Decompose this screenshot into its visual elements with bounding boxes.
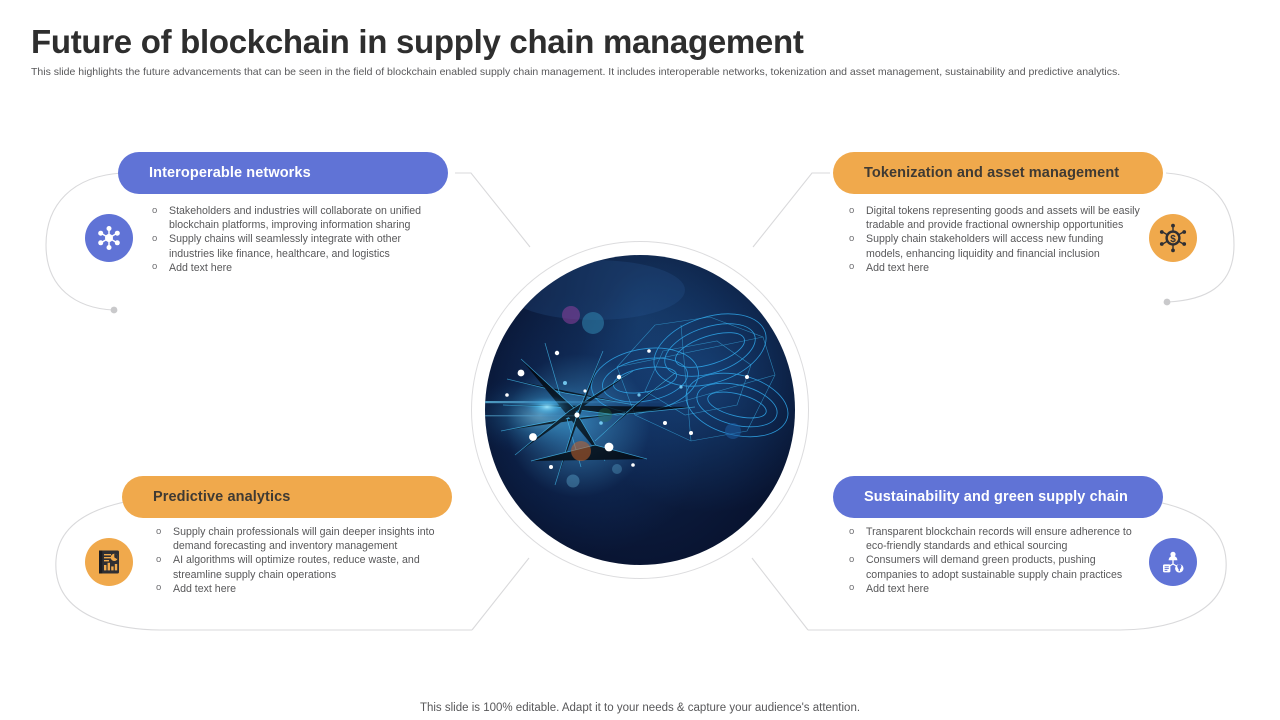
stakeholder-network-icon bbox=[1149, 538, 1197, 586]
list-item: Add text here bbox=[148, 260, 438, 275]
list-item: Add text here bbox=[845, 260, 1140, 275]
analytics-report-icon bbox=[85, 538, 133, 586]
page-title: Future of blockchain in supply chain man… bbox=[31, 23, 804, 60]
list-item: AI algorithms will optimize routes, redu… bbox=[152, 553, 447, 581]
page-subtitle: This slide highlights the future advance… bbox=[31, 66, 1121, 78]
quadrant-title-sustainability-and-green-supply-chain[interactable]: Sustainability and green supply chain bbox=[833, 476, 1163, 518]
list-item: Add text here bbox=[845, 581, 1135, 596]
slide-footer-note: This slide is 100% editable. Adapt it to… bbox=[419, 702, 861, 714]
quadrant-bullets-interoperable-networks: Stakeholders and industries will collabo… bbox=[148, 203, 438, 275]
list-item: Supply chains will seamlessly integrate … bbox=[148, 232, 438, 260]
svg-text:$: $ bbox=[1170, 234, 1176, 245]
list-item: Digital tokens representing goods and as… bbox=[845, 203, 1140, 232]
list-item: Supply chain stakeholders will access ne… bbox=[845, 232, 1140, 260]
list-item: Supply chain professionals will gain dee… bbox=[152, 524, 447, 553]
token-dollar-hub-icon: $ bbox=[1149, 214, 1197, 262]
center-blockchain-image bbox=[485, 255, 795, 565]
list-item: Add text here bbox=[152, 581, 447, 596]
quadrant-bullets-sustainability-and-green-supply-chain: Transparent blockchain records will ensu… bbox=[845, 524, 1135, 596]
quadrant-bullets-predictive-analytics: Supply chain professionals will gain dee… bbox=[152, 524, 447, 596]
list-item: Stakeholders and industries will collabo… bbox=[148, 203, 438, 232]
quadrant-title-tokenization-and-asset-management[interactable]: Tokenization and asset management bbox=[833, 152, 1163, 194]
quadrant-bullets-tokenization-and-asset-management: Digital tokens representing goods and as… bbox=[845, 203, 1140, 275]
list-item: Consumers will demand green products, pu… bbox=[845, 553, 1135, 581]
quadrant-title-interoperable-networks[interactable]: Interoperable networks bbox=[118, 152, 448, 194]
network-hub-icon bbox=[85, 214, 133, 262]
quadrant-title-predictive-analytics[interactable]: Predictive analytics bbox=[122, 476, 452, 518]
list-item: Transparent blockchain records will ensu… bbox=[845, 524, 1135, 553]
